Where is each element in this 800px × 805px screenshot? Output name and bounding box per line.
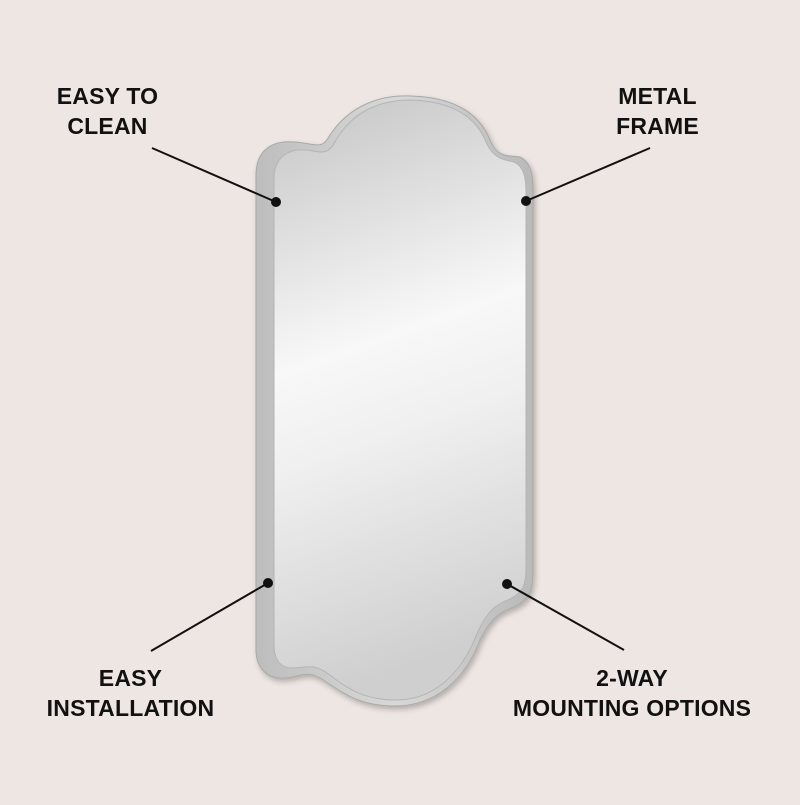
callout-dot-top-right <box>521 196 531 206</box>
feature-label-easy-to-clean: EASY TO CLEAN <box>40 81 175 141</box>
feature-label-line: METAL <box>618 83 697 109</box>
callout-line-bottom-left <box>150 582 269 652</box>
feature-label-mounting-options: 2-WAY MOUNTING OPTIONS <box>497 663 767 723</box>
feature-label-line: EASY TO <box>56 83 159 109</box>
feature-label-line: MOUNTING OPTIONS <box>512 695 752 721</box>
callout-line-bottom-right <box>506 583 625 651</box>
feature-label-metal-frame: METAL FRAME <box>600 81 715 141</box>
feature-label-easy-installation: EASY INSTALLATION <box>28 663 233 723</box>
feature-label-line: CLEAN <box>67 113 148 139</box>
feature-label-line: EASY <box>98 665 163 691</box>
callout-dot-bottom-left <box>263 578 273 588</box>
feature-label-line: INSTALLATION <box>46 695 215 721</box>
callout-line-top-left <box>151 147 277 203</box>
feature-label-line: 2-WAY <box>596 665 668 691</box>
mirror-glass <box>273 99 527 701</box>
callout-line-top-right <box>525 147 651 202</box>
feature-label-line: FRAME <box>616 113 699 139</box>
callout-dot-bottom-right <box>502 579 512 589</box>
callout-dot-top-left <box>271 197 281 207</box>
